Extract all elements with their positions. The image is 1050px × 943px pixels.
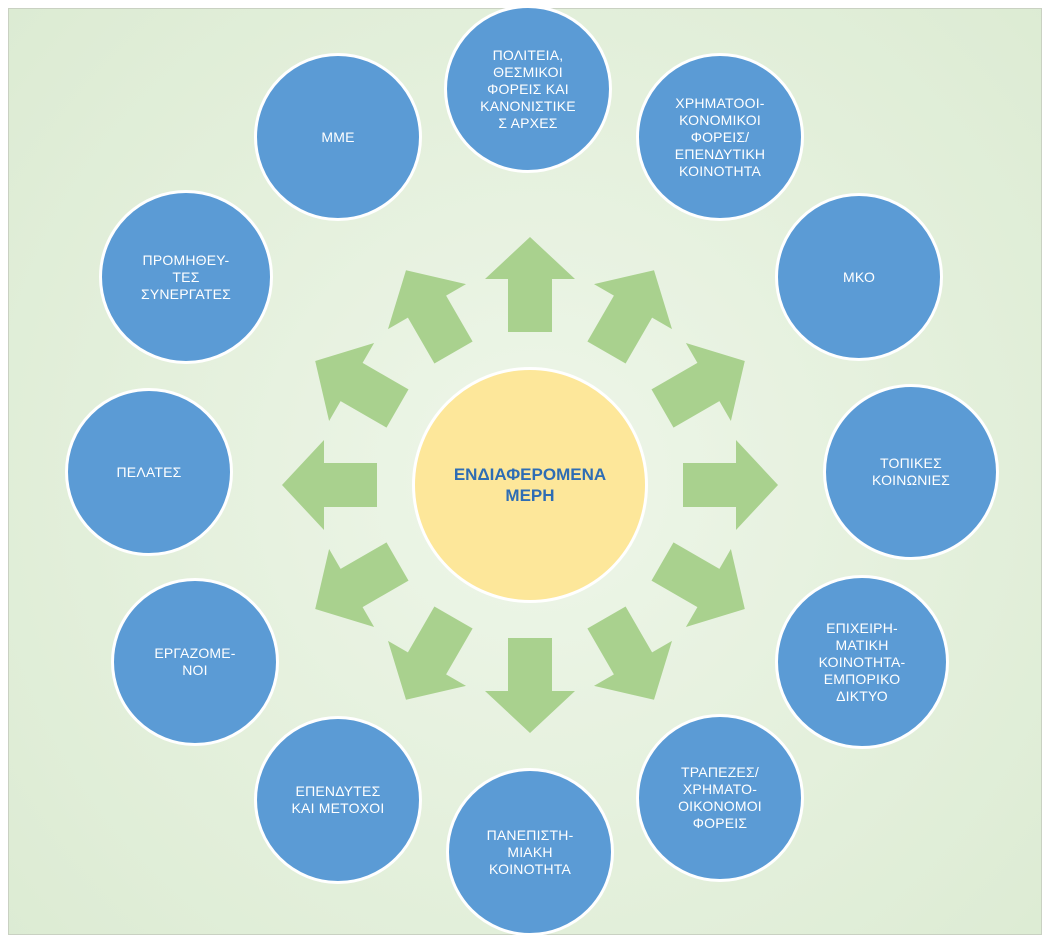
stakeholder-label: ΤΟΠΙΚΕΣ ΚΟΙΝΩΝΙΕΣ <box>871 455 951 488</box>
arrow-trapezes <box>587 606 672 700</box>
stakeholder-trapezes: ΤΡΑΠΕΖΕΣ/ ΧΡΗΜΑΤΟ- ΟΙΚΟΝΟΜΟΙ ΦΟΡΕΙΣ <box>636 714 804 882</box>
stakeholder-label: ΠΑΝΕΠΙΣΤΗ- ΜΙΑΚΗ ΚΟΙΝΟΤΗΤΑ <box>486 826 574 877</box>
stakeholder-label: ΠΡΟΜΗΘΕΥ- ΤΕΣ ΣΥΝΕΡΓΑΤΕΣ <box>140 251 232 302</box>
arrow-chrimatooikonomikoi <box>587 270 672 364</box>
stakeholder-politeia: ΠΟΛΙΤΕΙΑ, ΘΕΣΜΙΚΟΙ ΦΟΡΕΙΣ ΚΑΙ ΚΑΝΟΝΙΣΤΙΚ… <box>444 5 612 173</box>
stakeholder-ependytes: ΕΠΕΝΔΥΤΕΣ ΚΑΙ ΜΕΤΟΧΟΙ <box>254 716 422 884</box>
arrow-pelates <box>282 440 377 530</box>
center-circle: ΕΝΔΙΑΦΕΡΟΜΕΝΑ ΜΕΡΗ <box>412 367 648 603</box>
stakeholder-ergazomenoi: ΕΡΓΑΖΟΜΕ- ΝΟΙ <box>111 578 279 746</box>
stakeholder-label: ΕΠΙΧΕΙΡΗ- ΜΑΤΙΚΗ ΚΟΙΝΟΤΗΤΑ- ΕΜΠΟΡΙΚΟ ΔΙΚ… <box>818 619 906 704</box>
arrow-epicheirimatiki <box>651 542 745 627</box>
stakeholder-chrimatooikonomikoi: ΧΡΗΜΑΤΟΟΙ- ΚΟΝΟΜΙΚΟΙ ΦΟΡΕΙΣ/ ΕΠΕΝΔΥΤΙΚΗ … <box>636 53 804 221</box>
stakeholder-panepistimiaki: ΠΑΝΕΠΙΣΤΗ- ΜΙΑΚΗ ΚΟΙΝΟΤΗΤΑ <box>446 768 614 936</box>
stakeholder-label: ΜΜΕ <box>321 128 355 145</box>
center-label: ΕΝΔΙΑΦΕΡΟΜΕΝΑ ΜΕΡΗ <box>453 465 607 505</box>
stakeholder-label: ΠΕΛΑΤΕΣ <box>116 463 182 480</box>
stakeholder-label: ΕΡΓΑΖΟΜΕ- ΝΟΙ <box>154 645 236 678</box>
stakeholder-promitheytes: ΠΡΟΜΗΘΕΥ- ΤΕΣ ΣΥΝΕΡΓΑΤΕΣ <box>99 190 273 364</box>
stakeholder-label: ΜΚΟ <box>842 268 876 285</box>
stakeholder-mme: ΜΜΕ <box>254 53 422 221</box>
arrow-politeia <box>485 237 575 332</box>
arrow-mko <box>651 343 745 428</box>
stakeholder-label: ΕΠΕΝΔΥΤΕΣ ΚΑΙ ΜΕΤΟΧΟΙ <box>291 783 385 816</box>
arrow-mme <box>388 270 473 364</box>
stakeholder-topikes: ΤΟΠΙΚΕΣ ΚΟΙΝΩΝΙΕΣ <box>823 384 999 560</box>
stakeholder-label: ΤΡΑΠΕΖΕΣ/ ΧΡΗΜΑΤΟ- ΟΙΚΟΝΟΜΟΙ ΦΟΡΕΙΣ <box>678 764 762 831</box>
arrow-panepistimiaki <box>485 638 575 733</box>
stakeholder-epicheirimatiki: ΕΠΙΧΕΙΡΗ- ΜΑΤΙΚΗ ΚΟΙΝΟΤΗΤΑ- ΕΜΠΟΡΙΚΟ ΔΙΚ… <box>775 575 949 749</box>
stakeholder-label: ΠΟΛΙΤΕΙΑ, ΘΕΣΜΙΚΟΙ ΦΟΡΕΙΣ ΚΑΙ ΚΑΝΟΝΙΣΤΙΚ… <box>480 46 576 131</box>
arrow-ependytes <box>388 606 473 700</box>
arrow-promitheytes <box>315 343 409 428</box>
stakeholder-pelates: ΠΕΛΑΤΕΣ <box>65 388 233 556</box>
arrow-ergazomenoi <box>315 542 409 627</box>
arrow-topikes <box>683 440 778 530</box>
stakeholder-label: ΧΡΗΜΑΤΟΟΙ- ΚΟΝΟΜΙΚΟΙ ΦΟΡΕΙΣ/ ΕΠΕΝΔΥΤΙΚΗ … <box>674 94 766 179</box>
stakeholder-mko: ΜΚΟ <box>775 193 943 361</box>
